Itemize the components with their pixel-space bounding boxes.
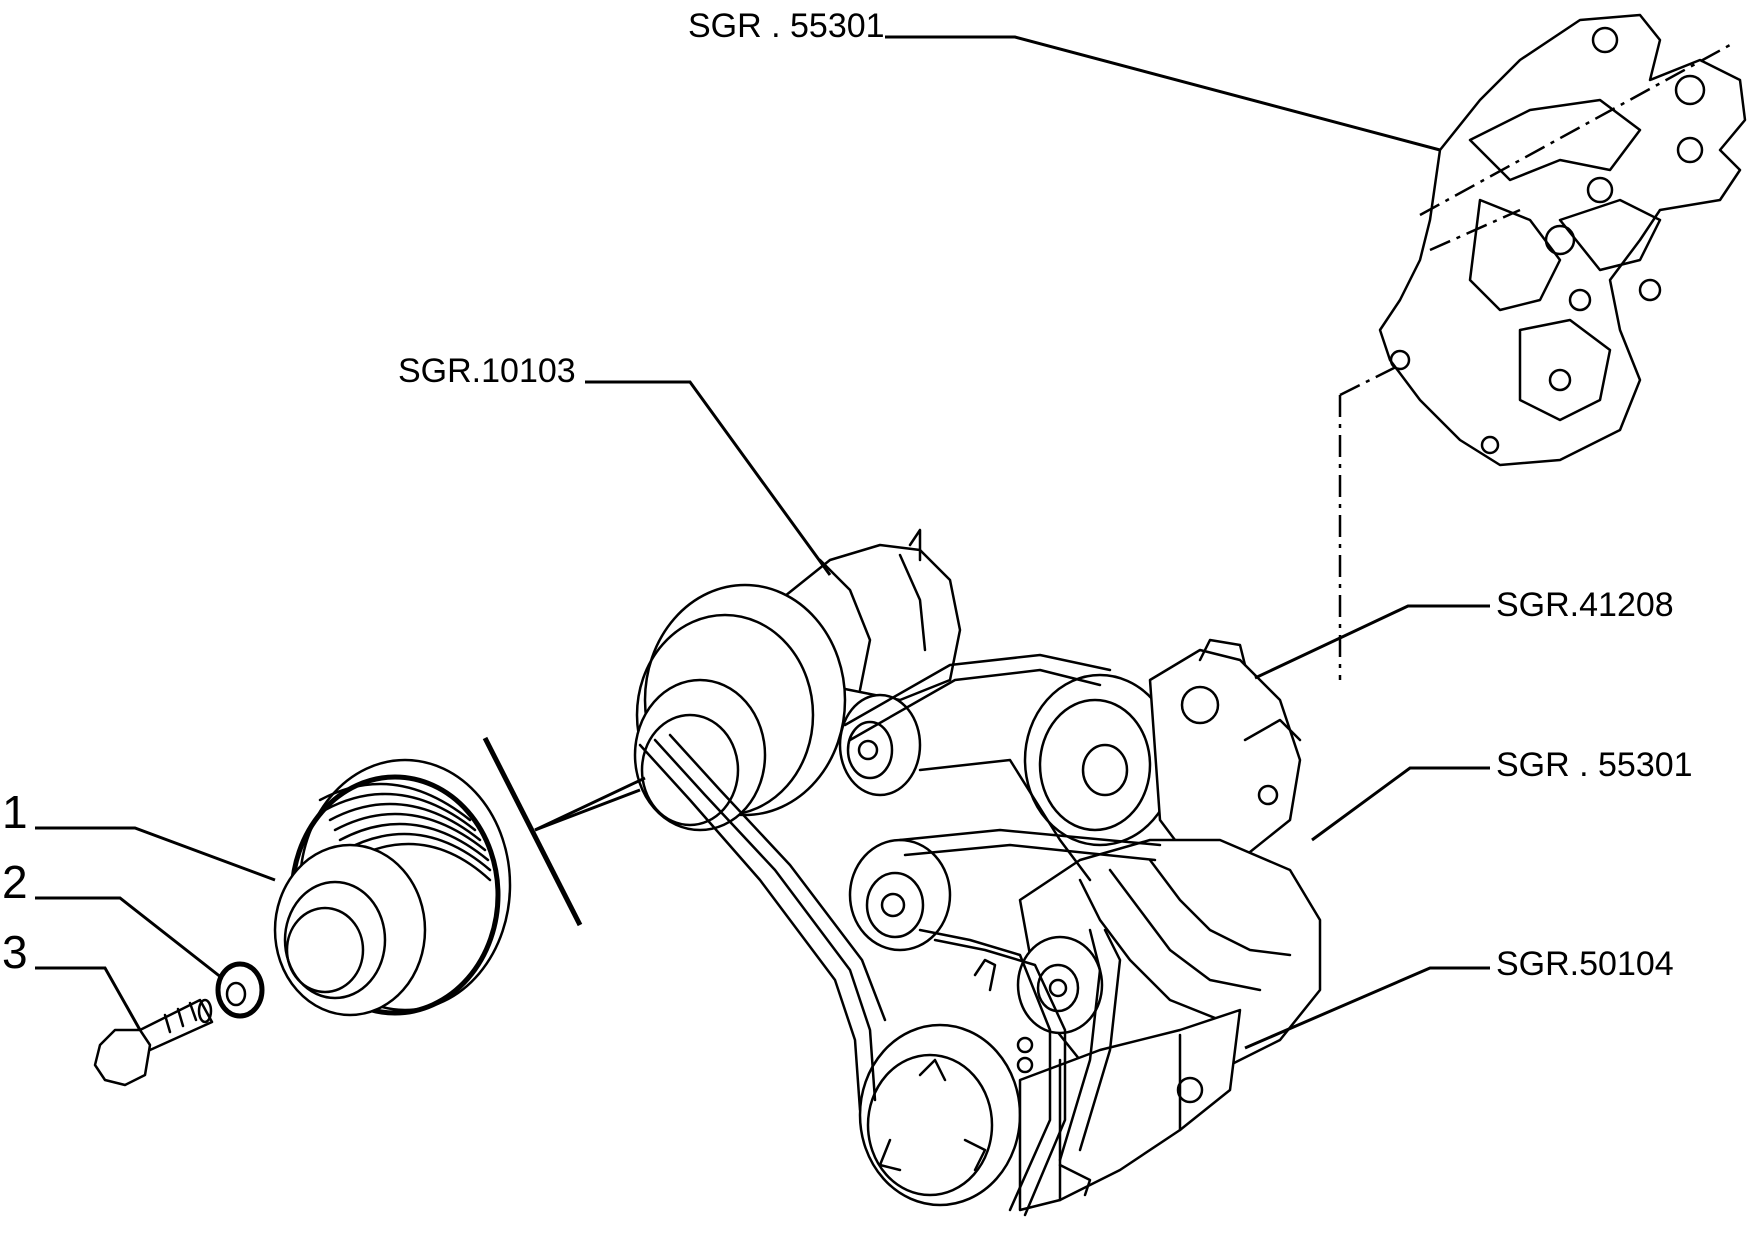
callout-labels: SGR . 55301 SGR.10103 SGR.41208 SGR . 55… <box>2 7 1693 983</box>
pulley-part <box>273 758 512 1017</box>
callout-bracket-top: SGR . 55301 <box>688 7 885 45</box>
callout-compressor: SGR.50104 <box>1496 945 1674 983</box>
bolt-part <box>93 998 214 1087</box>
exploded-pulley-group <box>93 736 646 1087</box>
item-number-1: 1 <box>2 786 28 838</box>
leader-alternator-bracket <box>1311 766 1490 842</box>
item-number-3: 3 <box>2 926 28 978</box>
leader-compressor <box>1244 966 1490 1050</box>
leader-item-2 <box>35 896 223 980</box>
leader-lines <box>35 35 1490 1050</box>
leader-item-3 <box>35 966 142 1031</box>
leader-bracket-top <box>885 35 1441 152</box>
leader-pump <box>585 380 832 576</box>
leader-compressor-bracket <box>1254 604 1490 680</box>
callout-alternator-bracket: SGR . 55301 <box>1496 746 1693 784</box>
callout-compressor-bracket: SGR.41208 <box>1496 586 1674 624</box>
leader-item-1 <box>35 826 276 882</box>
washer-part <box>215 961 265 1019</box>
belt-drive-assembly <box>633 583 1322 1217</box>
callout-pump: SGR.10103 <box>398 352 576 390</box>
engine-bracket <box>1338 13 1747 680</box>
item-number-2: 2 <box>2 856 28 908</box>
